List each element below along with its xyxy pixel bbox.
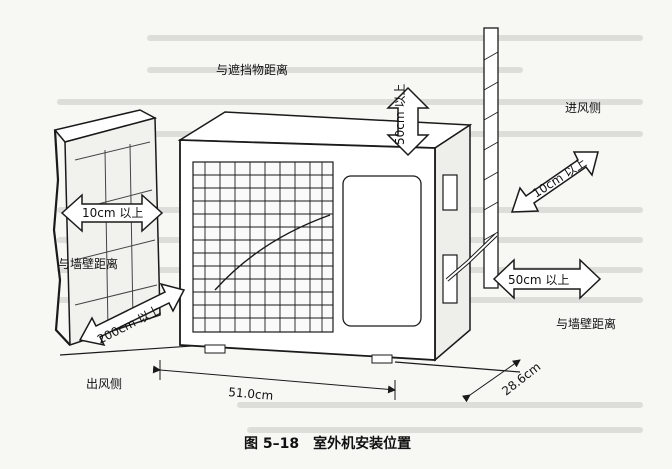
top-clearance-label: 50cm 以上 bbox=[393, 84, 407, 145]
width-dimension-label: 51.0cm bbox=[228, 385, 274, 403]
right-back-clearance-label: 10cm 以上 bbox=[530, 155, 589, 200]
figure-caption: 图 5–18 室外机安装位置 bbox=[244, 435, 411, 452]
pipe-conduit bbox=[483, 27, 499, 289]
depth-dimension-label: 28.6cm bbox=[499, 360, 543, 399]
left-wall-distance-label: 与墙壁距离 bbox=[58, 256, 118, 271]
outlet-clearance-arrow bbox=[78, 282, 186, 347]
width-dimension bbox=[152, 360, 396, 400]
top-clearance-arrow bbox=[386, 86, 430, 157]
left-wall bbox=[52, 109, 161, 347]
right-wall-distance-label: 与墙壁距离 bbox=[556, 316, 616, 331]
right-back-clearance-arrow bbox=[510, 151, 599, 213]
outlet-side-label: 出风侧 bbox=[86, 377, 122, 391]
left-clearance-arrow bbox=[60, 193, 164, 233]
inlet-side-label: 进风侧 bbox=[565, 101, 601, 115]
obstacle-distance-label: 与遮挡物距离 bbox=[216, 62, 288, 77]
left-back-clearance-label: 10cm 以上 bbox=[82, 206, 143, 220]
right-side-clearance-arrow bbox=[492, 258, 602, 300]
depth-dimension bbox=[461, 359, 521, 403]
outdoor-unit bbox=[177, 111, 498, 364]
right-side-clearance-label: 50cm 以上 bbox=[508, 273, 569, 287]
